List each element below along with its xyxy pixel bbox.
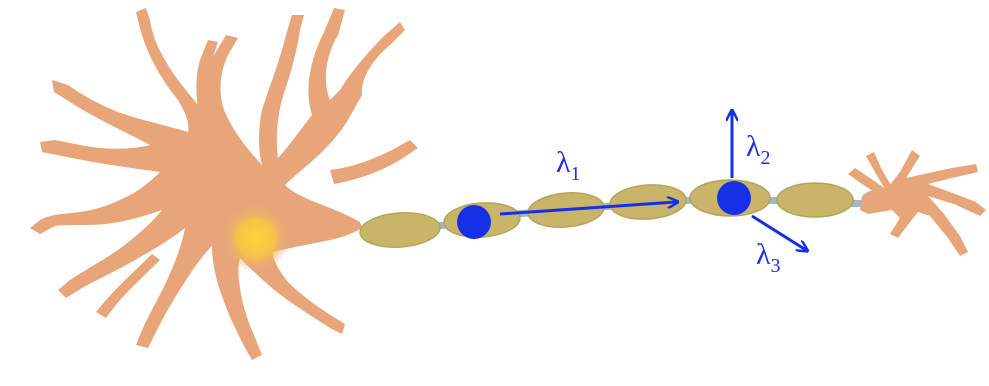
label-lambda2: λ2 — [746, 130, 771, 169]
label-lambda2-main: λ — [746, 130, 761, 163]
label-lambda1-main: λ — [556, 146, 571, 179]
label-lambda3-sub: 3 — [771, 255, 781, 277]
myelin-sheath — [359, 210, 441, 249]
neuron-soma — [30, 8, 418, 360]
nucleus — [222, 204, 290, 272]
myelin-sheath — [777, 183, 853, 217]
soma-dendrite-shape — [30, 8, 405, 360]
label-lambda2-sub: 2 — [761, 147, 771, 169]
dendrite-branch-right — [330, 140, 418, 184]
label-lambda1-sub: 1 — [571, 163, 581, 185]
label-lambda3: λ3 — [756, 238, 781, 277]
label-lambda3-main: λ — [756, 238, 771, 271]
axon-terminal — [848, 150, 986, 256]
particle-1 — [457, 205, 491, 239]
label-lambda1: λ1 — [556, 146, 581, 185]
particle-2 — [717, 181, 751, 215]
